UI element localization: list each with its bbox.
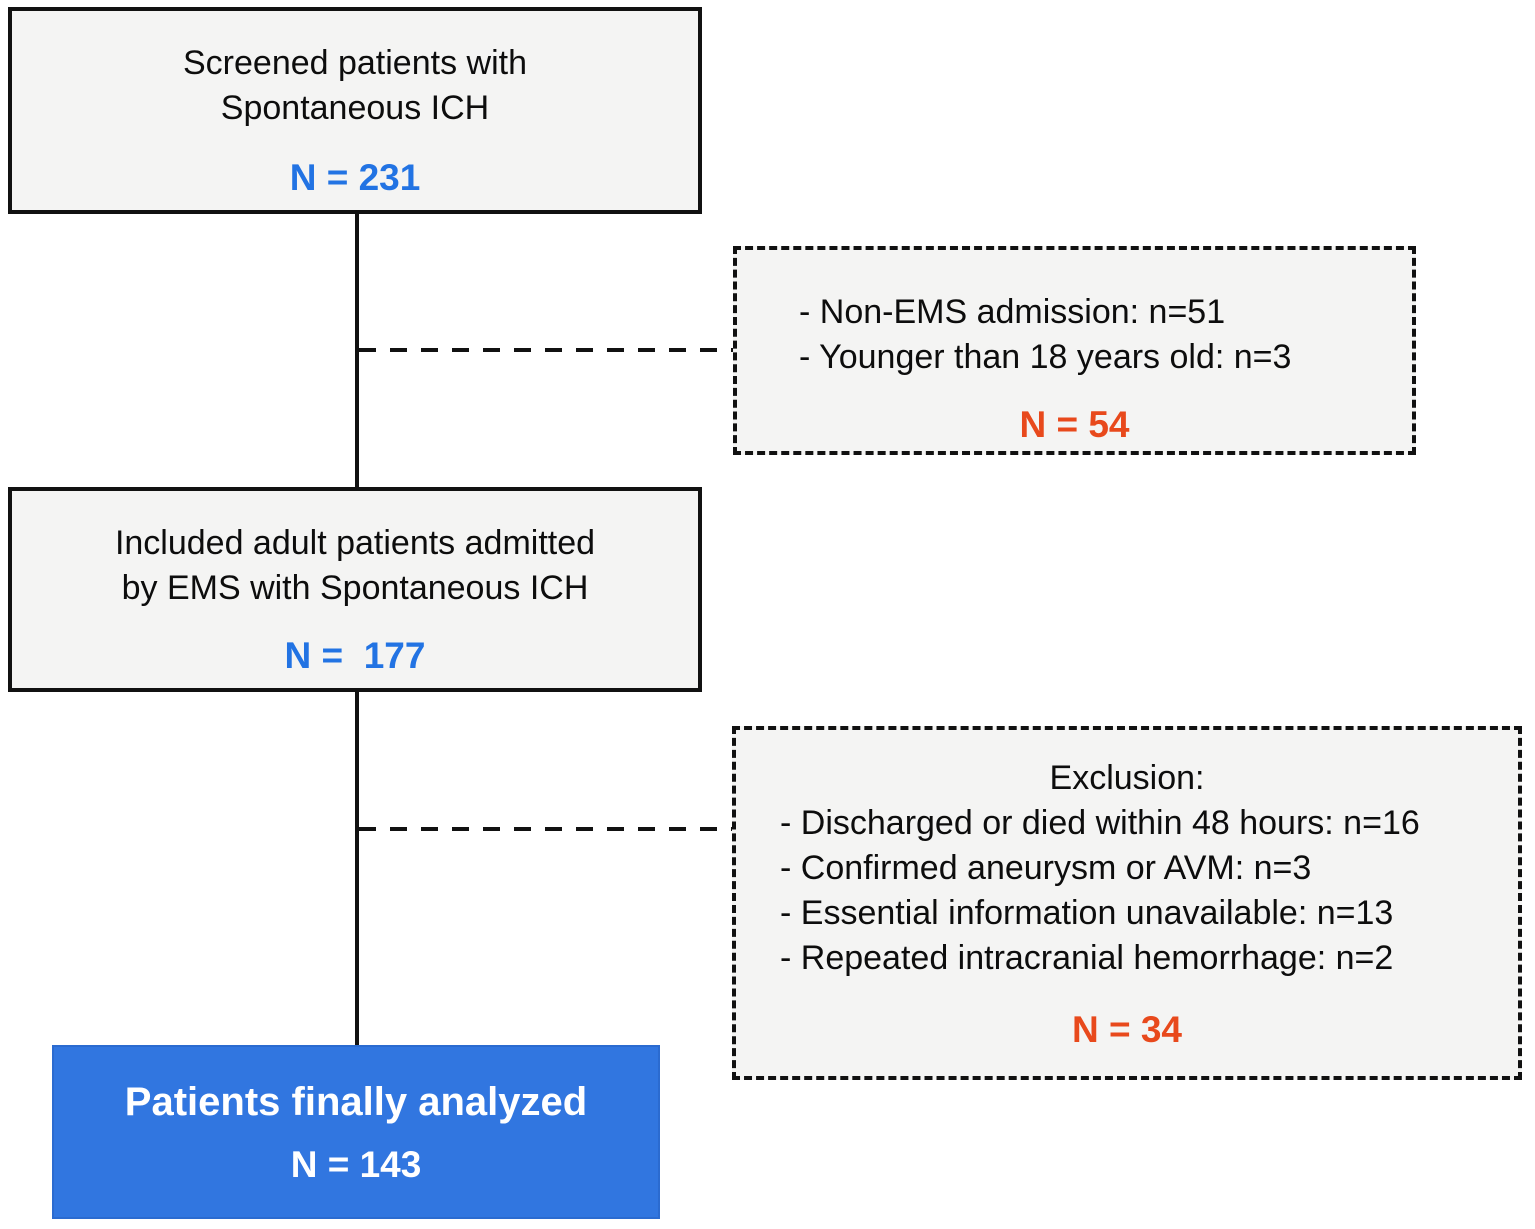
screened-patients-box: Screened patients with Spontaneous ICH N… xyxy=(8,7,702,214)
exclusion-2-n: N = 34 xyxy=(1071,1009,1183,1050)
included-patients-line1: Included adult patients admitted xyxy=(114,524,596,562)
exclusion-2-item: - Repeated intracranial hemorrhage: n=2 xyxy=(780,939,1394,977)
exclusion-2-title: Exclusion: xyxy=(1049,759,1205,797)
exclusion-2-item: - Confirmed aneurysm or AVM: n=3 xyxy=(780,849,1312,887)
screened-patients-n: N = 231 xyxy=(289,157,421,198)
included-patients-line2: by EMS with Spontaneous ICH xyxy=(121,569,589,607)
final-analyzed-n: N = 143 xyxy=(290,1144,422,1185)
exclusion-2-item: - Discharged or died within 48 hours: n=… xyxy=(780,804,1420,842)
final-analyzed-title: Patients finally analyzed xyxy=(124,1080,588,1124)
exclusion-1-item: - Younger than 18 years old: n=3 xyxy=(799,338,1292,376)
exclusion-2-item: - Essential information unavailable: n=1… xyxy=(780,894,1394,932)
final-analyzed-box: Patients finally analyzed N = 143 xyxy=(52,1045,660,1219)
exclusion-box-2: Exclusion: - Discharged or died within 4… xyxy=(732,726,1522,1080)
connector-line-included-to-final xyxy=(355,690,359,1047)
included-patients-box: Included adult patients admitted by EMS … xyxy=(8,487,702,692)
screened-patients-line1: Screened patients with xyxy=(183,44,527,82)
connector-dashed-to-exclusion-2 xyxy=(359,827,732,831)
exclusion-box-1: - Non-EMS admission: n=51 - Younger than… xyxy=(733,246,1416,455)
included-patients-n: N = 177 xyxy=(284,635,426,676)
connector-line-screened-to-included xyxy=(355,213,359,489)
exclusion-1-item: - Non-EMS admission: n=51 xyxy=(799,293,1226,331)
screened-patients-line2: Spontaneous ICH xyxy=(220,89,490,127)
connector-dashed-to-exclusion-1 xyxy=(359,348,733,352)
exclusion-1-n: N = 54 xyxy=(1019,404,1130,445)
